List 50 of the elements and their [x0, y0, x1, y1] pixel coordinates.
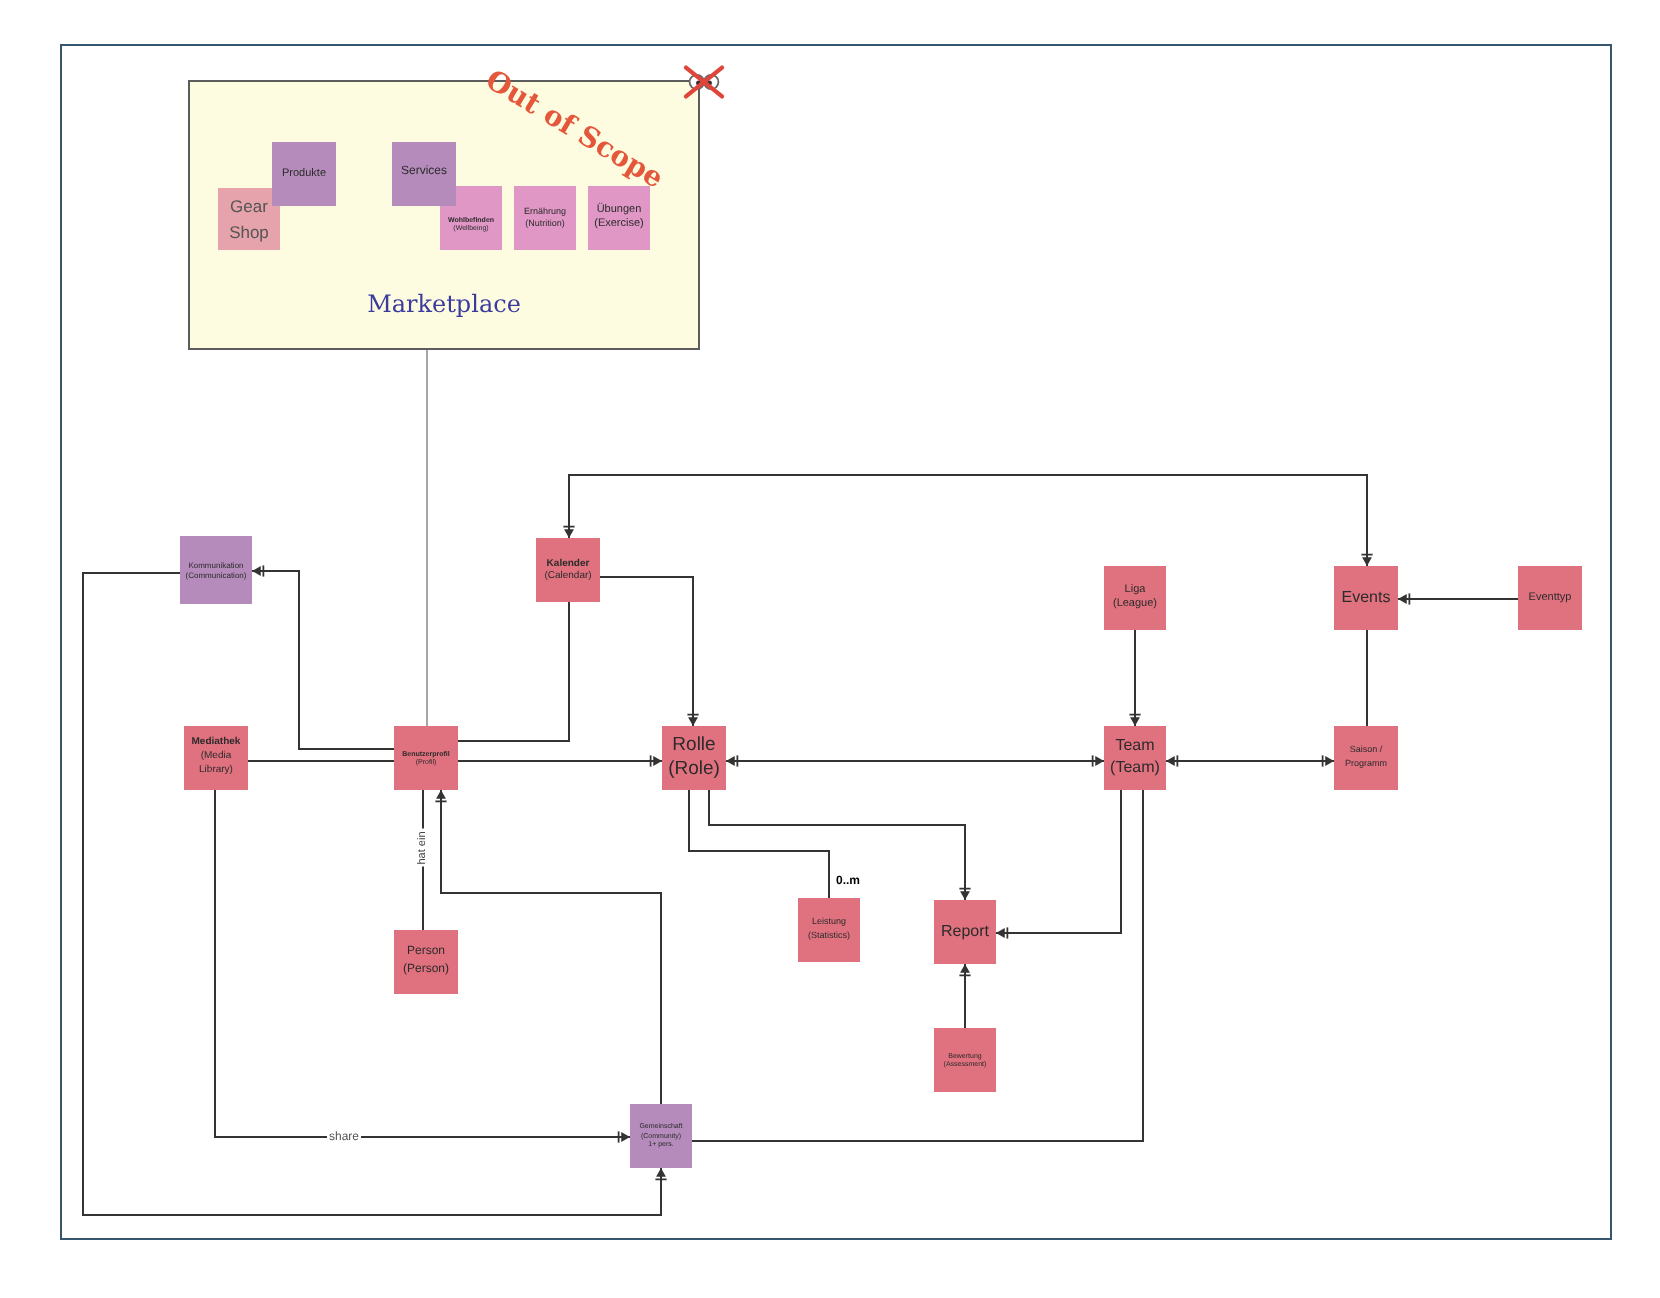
entity-box	[394, 930, 458, 994]
connector-line	[691, 789, 1144, 1142]
connector-line	[1397, 592, 1519, 606]
entity-box	[798, 898, 860, 962]
connector-line	[82, 572, 668, 1216]
entity-box	[272, 142, 336, 206]
entity-box	[934, 1028, 996, 1092]
connector-line	[599, 576, 700, 727]
connector-line	[708, 789, 972, 901]
entity-box	[1104, 726, 1166, 790]
entity-box	[662, 726, 726, 790]
entity-box	[514, 186, 576, 250]
entity-box	[934, 900, 996, 964]
entity-box	[184, 726, 248, 790]
entity-box	[1334, 566, 1398, 630]
connector-line	[562, 474, 1374, 567]
entity-box	[1104, 566, 1166, 630]
connector-line	[1128, 629, 1142, 727]
connector-line	[214, 789, 631, 1144]
node-label: Gear Shop	[227, 194, 271, 244]
entity-box	[392, 142, 456, 206]
container-title: Marketplace	[367, 290, 521, 320]
entity-box	[630, 1104, 692, 1168]
connector-line	[1366, 629, 1368, 727]
connector-line	[251, 564, 395, 750]
connector-line	[457, 754, 663, 768]
node-label: Rolle	[672, 733, 716, 758]
entity-box	[1518, 566, 1582, 630]
entity-box	[394, 726, 458, 790]
entity-box	[536, 538, 600, 602]
connector-line	[434, 789, 662, 1105]
connector-line	[247, 760, 395, 762]
connector-line	[422, 789, 424, 931]
connector-line	[725, 754, 1105, 768]
entity-box	[440, 186, 502, 250]
connector-line	[426, 349, 428, 727]
node-label: Events	[1341, 588, 1391, 608]
entity-box	[1334, 726, 1398, 790]
connector-line	[958, 963, 972, 1029]
connector-line	[457, 601, 570, 742]
entity-box	[180, 536, 252, 604]
node-label: (Role)	[668, 758, 720, 783]
node-label: Report	[940, 922, 989, 942]
connector-line	[995, 789, 1122, 940]
node-label: (Team)	[1110, 758, 1160, 780]
entity-box	[218, 188, 280, 250]
connector-line	[688, 789, 830, 899]
entity-box	[588, 186, 650, 250]
connector-line	[1165, 754, 1335, 768]
node-label: Team	[1115, 736, 1155, 758]
